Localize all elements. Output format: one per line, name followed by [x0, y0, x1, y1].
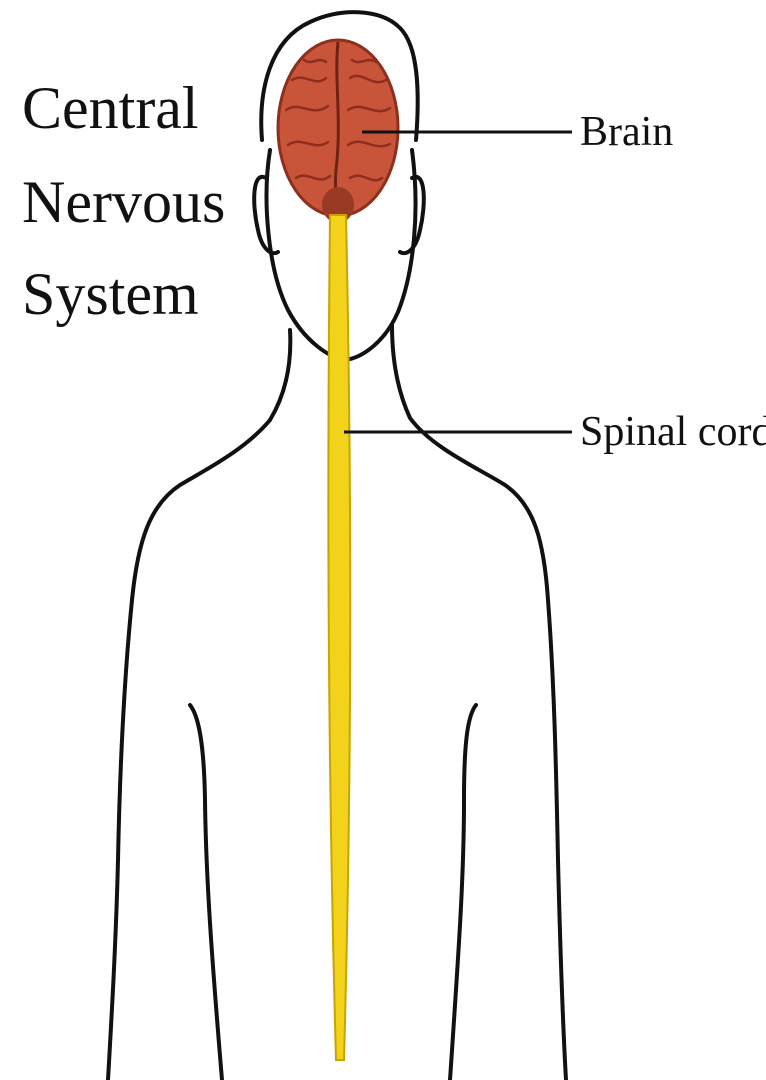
- spinal-cord: [328, 215, 350, 1060]
- title-line-3: System: [22, 261, 199, 327]
- left-body-outline: [108, 330, 290, 1080]
- right-arm-crease: [450, 705, 476, 1080]
- title-line-1: Central: [22, 75, 199, 141]
- left-arm-crease: [190, 705, 222, 1080]
- diagram-title: Central Nervous System: [22, 75, 225, 327]
- spinal-cord-label: Spinal cord: [580, 409, 766, 455]
- title-line-2: Nervous: [22, 169, 225, 235]
- right-body-outline: [392, 325, 566, 1080]
- brain-label: Brain: [580, 109, 673, 155]
